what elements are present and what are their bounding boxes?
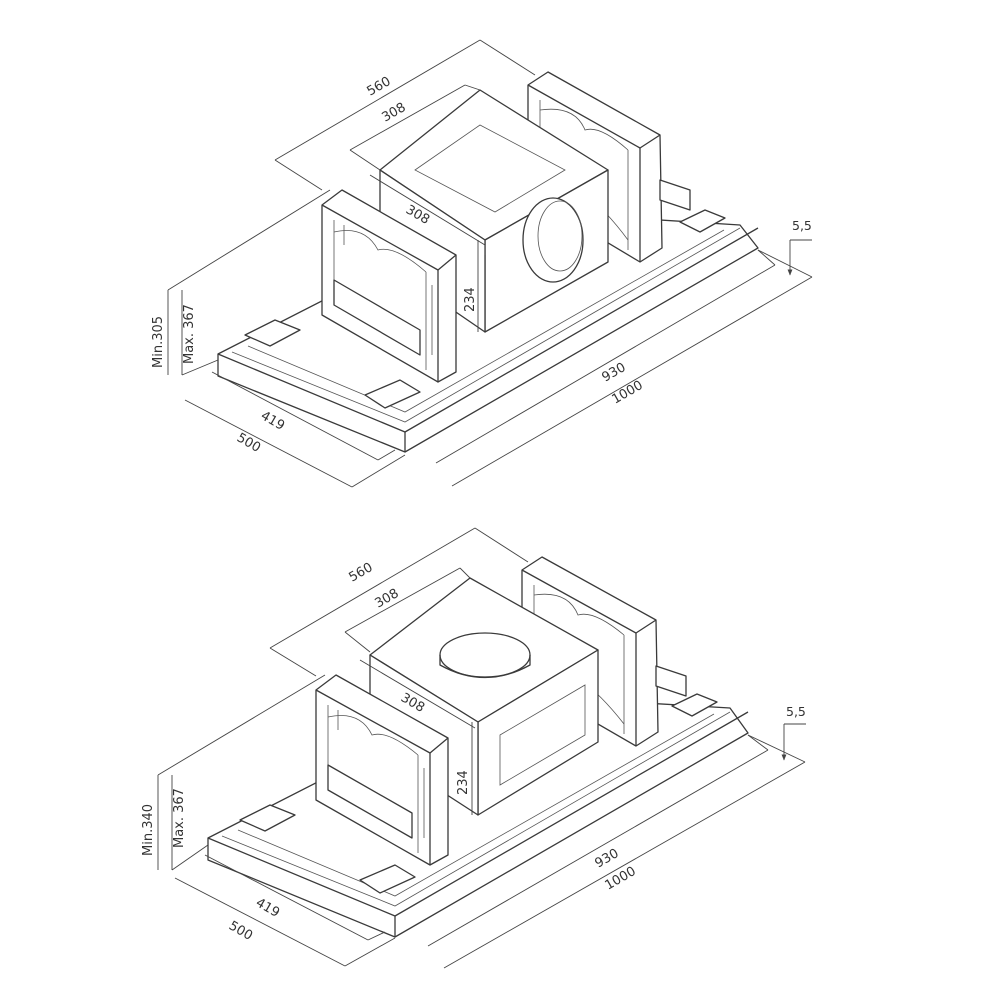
dim-930-label: 930: [593, 846, 622, 871]
side-outlet-collar: [522, 197, 584, 283]
dim-234-label: 234: [456, 770, 471, 795]
dimension-lines-bottom: [157, 527, 806, 969]
dim-560-label: 560: [347, 560, 376, 585]
dim-234-label: 234: [463, 287, 478, 312]
dim-1000-label: 1000: [603, 864, 639, 894]
top-outlet-collar: [439, 632, 531, 678]
dim-min-label: Min.340: [141, 804, 156, 856]
dim-thickness-label: 5,5: [786, 704, 806, 719]
dim-500-label: 500: [226, 918, 255, 943]
dim-max-label: Max. 367: [182, 304, 197, 364]
dim-max-label: Max. 367: [172, 788, 187, 848]
hood-view-side-outlet: 560 308 308 234 Min.305 Max. 367 419 500…: [151, 39, 813, 488]
dim-930-label: 930: [600, 360, 629, 385]
mounting-bracket-front: [321, 189, 457, 383]
mounting-bracket-front: [315, 674, 449, 866]
hood-view-top-outlet: 560 308 308 234 Min.340 Max. 367 419 500…: [141, 527, 806, 969]
dimension-lines-top: [167, 39, 813, 488]
dim-308-top-label: 308: [380, 100, 409, 125]
dim-1000-label: 1000: [610, 378, 646, 408]
dim-560-label: 560: [365, 74, 394, 99]
dim-thickness-label: 5,5: [792, 218, 812, 233]
dim-308-top-label: 308: [373, 586, 402, 611]
dim-419-label: 419: [253, 895, 282, 920]
dim-min-label: Min.305: [151, 316, 166, 368]
dim-500-label: 500: [234, 430, 263, 455]
dim-419-label: 419: [258, 408, 287, 433]
